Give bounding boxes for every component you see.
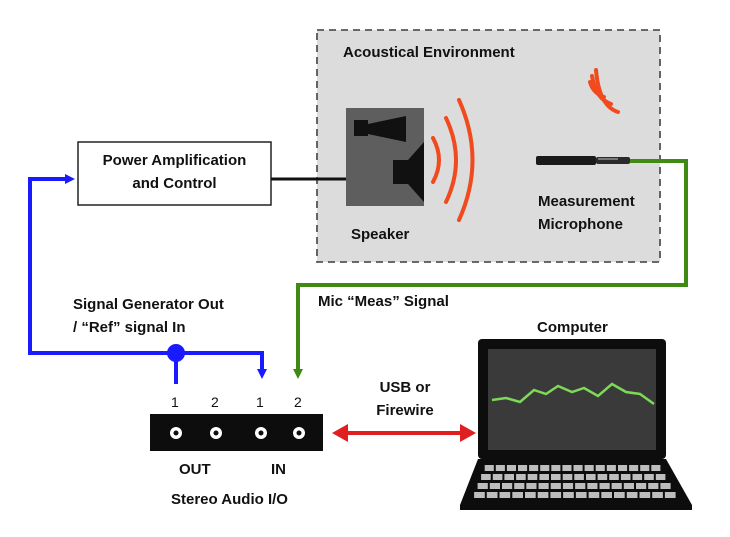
microphone-label-line1: Measurement (538, 193, 635, 210)
keyboard-key (599, 483, 610, 489)
keyboard-key (632, 474, 643, 480)
keyboard-key (518, 465, 528, 471)
keyboard-key (620, 474, 631, 480)
microphone-label-line2: Microphone (538, 216, 623, 233)
keyboard-key (484, 465, 494, 471)
keyboard-key (502, 483, 513, 489)
port-number-in-1: 1 (256, 394, 264, 410)
in-label: IN (271, 461, 286, 478)
port-number-in-2: 2 (294, 394, 302, 410)
speaker-sound-wave-icon (431, 98, 475, 222)
generator-label-line2: / “Ref” signal In (73, 319, 186, 336)
keyboard-key (529, 465, 539, 471)
generator-signal-wire (28, 174, 178, 384)
keyboard-key (611, 483, 622, 489)
environment-title: Acoustical Environment (343, 44, 515, 61)
screen-graph-line (491, 382, 655, 406)
stereo-audio-io-box (150, 414, 323, 451)
power-box-line2: and Control (132, 175, 217, 192)
keyboard-key (575, 492, 587, 498)
keyboard-key (550, 492, 562, 498)
keyboard-key (506, 465, 516, 471)
keyboard-key (629, 465, 639, 471)
keyboard-key (495, 465, 505, 471)
keyboard-key (586, 474, 596, 480)
laptop-icon (460, 339, 692, 510)
keyboard-key (601, 492, 612, 498)
keyboard-key (655, 474, 666, 480)
keyboard-key (651, 465, 661, 471)
keyboard-key (652, 492, 663, 498)
keyboard-key (537, 492, 549, 498)
link-label-line1: USB or (379, 379, 431, 396)
keyboard-key (477, 483, 488, 489)
keyboard-key (562, 465, 572, 471)
keyboard-key (562, 483, 574, 489)
reference-signal-wire (176, 351, 267, 379)
keyboard-key (639, 492, 651, 498)
keyboard-key (648, 483, 659, 489)
keyboard-key (551, 474, 561, 480)
keyboard-key (514, 483, 525, 489)
keyboard-key (499, 492, 511, 498)
keyboard-key (481, 474, 491, 480)
keyboard-key (660, 483, 671, 489)
keyboard-key (614, 492, 625, 498)
keyboard-key (618, 465, 628, 471)
keyboard-key (584, 465, 594, 471)
computer-label: Computer (537, 319, 608, 336)
keyboard-key (492, 474, 503, 480)
keyboard-key (626, 492, 638, 498)
keyboard-key (644, 474, 654, 480)
usb-firewire-link-arrow (332, 424, 476, 442)
keyboard-key (597, 474, 608, 480)
keyboard-key (636, 483, 647, 489)
keyboard-key (489, 483, 500, 489)
keyboard-key (623, 483, 634, 489)
microphone-sound-wave-icon (588, 68, 620, 114)
keyboard-key (474, 492, 485, 498)
keyboard-key (587, 483, 598, 489)
speaker-label: Speaker (351, 226, 410, 243)
port-number-out-1: 1 (171, 394, 179, 410)
keyboard-key (540, 465, 550, 471)
out-label: OUT (179, 461, 211, 478)
mic-signal-label: Mic “Meas” Signal (318, 293, 449, 310)
keyboard-key (595, 465, 605, 471)
keyboard-key (562, 474, 573, 480)
keyboard-key (525, 492, 536, 498)
keyboard-key (573, 465, 583, 471)
keyboard-key (516, 474, 526, 480)
keyboard-key (550, 483, 561, 489)
keyboard-key (609, 474, 619, 480)
keyboard-key (538, 483, 549, 489)
keyboard-key (563, 492, 574, 498)
keyboard-key (640, 465, 650, 471)
mic-signal-wire (293, 159, 688, 379)
keyboard-key (574, 474, 584, 480)
wire-junction (167, 344, 185, 362)
audio-io-title: Stereo Audio I/O (171, 491, 288, 508)
keyboard-key (486, 492, 498, 498)
link-label-line2: Firewire (376, 402, 434, 419)
keyboard-key (526, 483, 537, 489)
keyboard-key (551, 465, 561, 471)
keyboard-key (539, 474, 549, 480)
port-number-out-2: 2 (211, 394, 219, 410)
power-amplification-box (77, 141, 272, 206)
keyboard-key (575, 483, 586, 489)
generator-label-line1: Signal Generator Out (73, 296, 224, 313)
microphone-icon (536, 156, 630, 165)
keyboard (474, 465, 676, 498)
keyboard-key (504, 474, 514, 480)
keyboard-key (512, 492, 523, 498)
keyboard-key (664, 492, 676, 498)
speaker-icon (346, 108, 424, 206)
keyboard-key (527, 474, 538, 480)
power-box-line1: Power Amplification (102, 152, 247, 169)
keyboard-key (606, 465, 616, 471)
keyboard-key (588, 492, 600, 498)
